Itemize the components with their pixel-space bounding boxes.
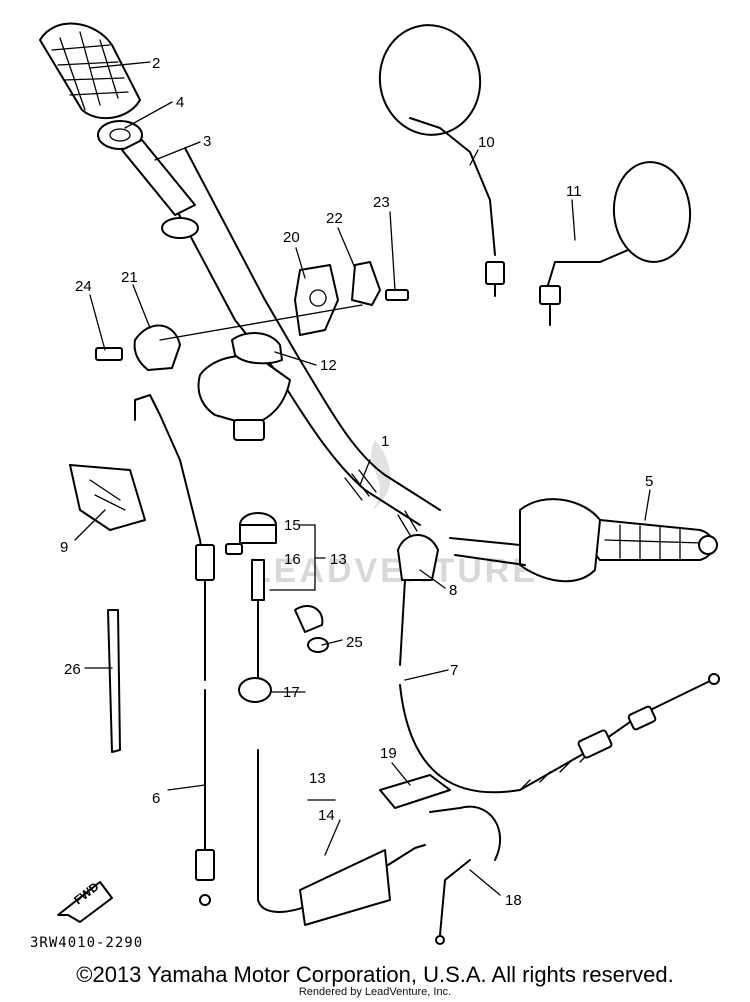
bolt-24 [95, 347, 123, 361]
label-13: 13 [330, 551, 347, 568]
clamp-bracket [294, 264, 339, 336]
clip-25 [294, 605, 329, 653]
part-labels: 1 2 3 4 5 6 7 8 9 10 11 12 13 14 15 16 1… [60, 55, 653, 909]
label-14: 14 [318, 807, 335, 824]
left-grip [39, 22, 141, 120]
screw-16 [225, 543, 243, 555]
watermark-text: LEADVENTURE [250, 552, 538, 590]
fwd-arrow-icon: FWD [57, 879, 113, 923]
master-cylinder [197, 332, 291, 441]
handlebar-switch [69, 464, 146, 531]
label-24: 24 [75, 278, 92, 295]
label-11: 11 [566, 183, 582, 200]
label-16: 16 [284, 551, 301, 568]
label-15: 15 [284, 517, 301, 534]
clutch-switch-19 [379, 774, 501, 861]
alignment-line [159, 304, 363, 341]
clutch-lever-housing [449, 498, 601, 583]
throttle-cable [134, 394, 215, 906]
label-12: 12 [320, 357, 337, 374]
label-18: 18 [505, 892, 522, 909]
right-grip [591, 519, 718, 561]
label-10: 10 [478, 134, 495, 151]
label-21: 21 [121, 269, 138, 286]
label-26: 26 [64, 661, 81, 678]
diagram-code: 3RW4010-2290 [30, 935, 143, 951]
bolt-23 [385, 289, 409, 301]
leader-lines [74, 61, 651, 896]
rendered-by-text: Rendered by LeadVenture, Inc. [298, 986, 452, 998]
clamp-holder [133, 324, 181, 371]
cable-switch-14 [299, 844, 426, 926]
grip-washer [97, 120, 143, 150]
cable-clamp-8 [397, 534, 439, 581]
label-22: 22 [326, 210, 343, 227]
mirror-left [539, 161, 692, 326]
label-13-lower: 13 [309, 770, 326, 787]
label-19: 19 [380, 745, 397, 762]
label-25: 25 [346, 634, 363, 651]
label-2: 2 [152, 55, 160, 72]
throttle-grip-sleeve [121, 139, 199, 239]
label-3: 3 [203, 133, 211, 150]
mirror-right [378, 24, 505, 297]
label-7: 7 [450, 662, 458, 679]
watermark-flame-icon [371, 440, 391, 510]
label-9: 9 [60, 539, 68, 556]
clutch-cable [399, 579, 720, 794]
cable-tie-26 [107, 609, 121, 753]
label-20: 20 [283, 229, 300, 246]
label-6: 6 [152, 790, 160, 807]
label-5: 5 [645, 473, 653, 490]
cable-guide-bracket [351, 261, 381, 306]
label-1: 1 [381, 433, 389, 450]
label-4: 4 [176, 94, 184, 111]
label-23: 23 [373, 194, 390, 211]
label-17: 17 [283, 684, 300, 701]
label-8: 8 [449, 582, 457, 599]
nut-17 [238, 677, 272, 703]
copyright-notice: ©2013 Yamaha Motor Corporation, U.S.A. A… [76, 962, 674, 987]
lead-wire-18 [435, 859, 471, 945]
cap-15 [239, 512, 277, 544]
